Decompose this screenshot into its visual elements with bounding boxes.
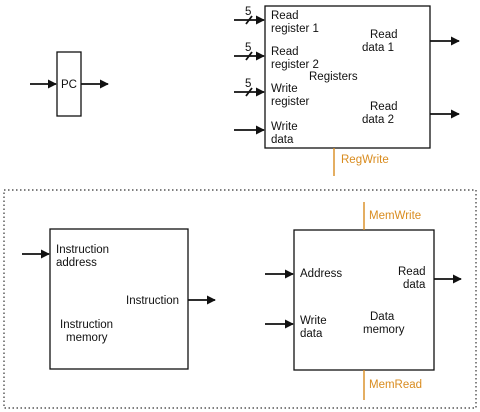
data-memory-name-line1: Data <box>370 311 395 323</box>
instruction-memory-name-line1: Instruction <box>60 319 113 331</box>
read-data-2-label-line2: data 2 <box>362 114 394 126</box>
bus-slash-1 <box>245 15 253 25</box>
reg-write-data-label-line2: data <box>271 134 294 146</box>
memwrite-label: MemWrite <box>369 210 421 222</box>
data-write-data-label-line1: Write <box>300 315 327 327</box>
instruction-memory-block: Instruction address Instruction Instruct… <box>22 228 216 370</box>
data-memory-name-line2: memory <box>363 324 405 336</box>
bus-slash-2 <box>245 51 253 61</box>
pc-label: PC <box>61 79 77 91</box>
data-read-label-line1: Read <box>398 266 426 278</box>
read-data-1-label-line2: data 1 <box>362 42 394 54</box>
data-memory-block: Address Write data Read data Data memory… <box>265 202 462 400</box>
reg-write-data-label-line1: Write <box>271 121 298 133</box>
regwrite-label: RegWrite <box>341 154 389 166</box>
read-register-2-label-line2: register 2 <box>271 59 319 71</box>
data-write-data-label-line2: data <box>300 328 323 340</box>
bus-width-3: 5 <box>245 78 251 90</box>
read-register-2-label-line1: Read <box>271 46 299 58</box>
memory-section-border <box>3 189 477 409</box>
read-register-1-label-line2: register 1 <box>271 23 319 35</box>
data-read-label-line2: data <box>403 279 426 291</box>
instruction-memory-name-line2: memory <box>66 332 108 344</box>
instruction-address-label-line2: address <box>56 257 97 269</box>
bus-width-1: 5 <box>245 6 251 18</box>
registers-box <box>264 5 431 149</box>
read-data-2-label-line1: Read <box>370 101 398 113</box>
read-data-1-label-line1: Read <box>370 29 398 41</box>
write-register-label-line2: register <box>271 96 310 108</box>
bus-width-2: 5 <box>245 42 251 54</box>
registers-name: Registers <box>309 71 358 83</box>
memread-label: MemRead <box>369 379 422 391</box>
instruction-address-label-line1: Instruction <box>56 244 109 256</box>
bus-slash-3 <box>245 87 253 97</box>
instruction-memory-box <box>49 228 189 370</box>
registers-block: 5 Read register 1 5 Read register 2 5 Wr… <box>234 5 460 176</box>
pc-block: PC <box>30 51 109 117</box>
instruction-output-label: Instruction <box>126 295 179 307</box>
write-register-label-line1: Write <box>271 83 298 95</box>
read-register-1-label-line1: Read <box>271 10 299 22</box>
data-memory-box <box>293 229 435 371</box>
data-address-label: Address <box>300 268 342 280</box>
